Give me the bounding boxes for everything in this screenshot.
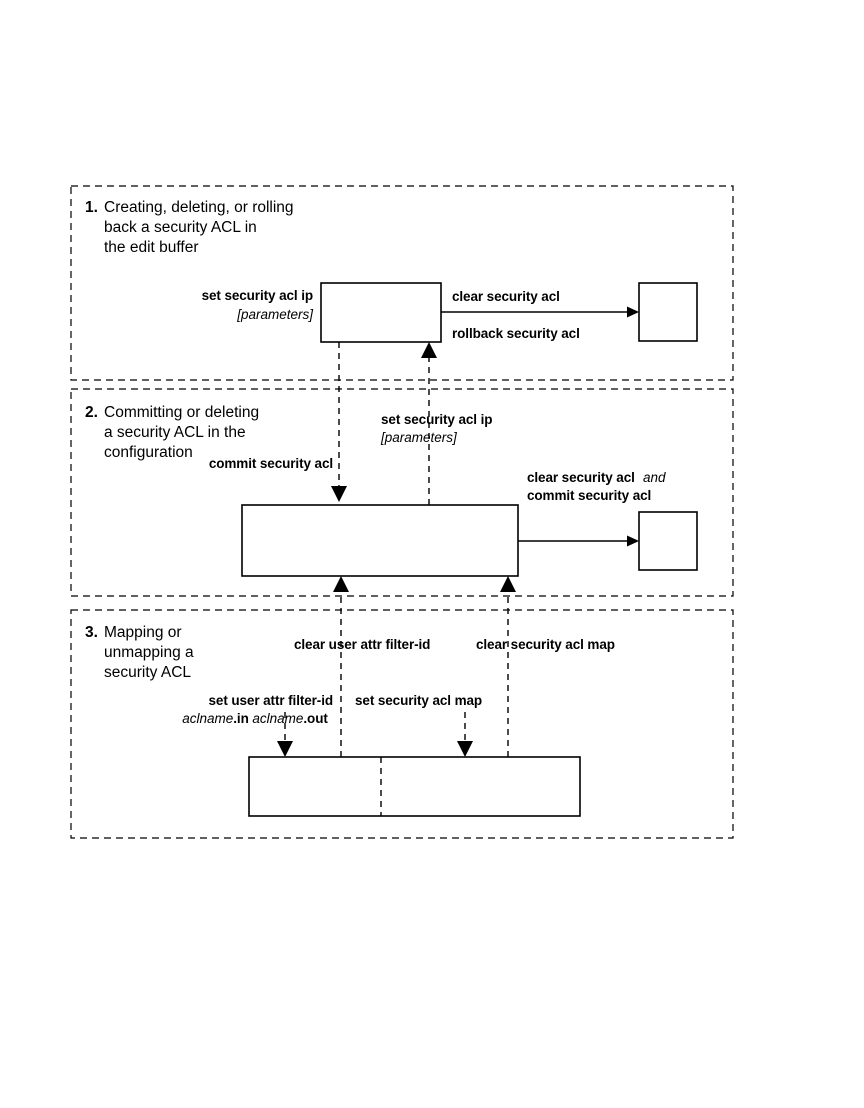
acl-mapping-box (248, 756, 581, 817)
section-1-title-line-1: Creating, deleting, or rolling (104, 199, 294, 216)
section-1-result-box (638, 282, 698, 342)
arrow-clear-rollback-head (627, 306, 639, 318)
label-set-parameters-1: [parameters] (236, 307, 314, 322)
section-2-title-line-3: configuration (104, 444, 193, 461)
section-2-panel (70, 388, 734, 597)
section-1-title-line-2: back a security ACL in (104, 219, 257, 236)
section-1-title-line-3: the edit buffer (104, 239, 199, 256)
section-3-panel (70, 609, 734, 839)
section-1-panel (70, 185, 734, 381)
connector-config-to-editbuffer-head (421, 342, 437, 358)
label-set-parameters-2: [parameters] (380, 430, 458, 445)
section-3-title-line-1: Mapping or (104, 624, 182, 641)
label-clear-user-attr-filter-id: clear user attr filter-id (294, 637, 430, 652)
section-3-number: 3. (85, 624, 98, 641)
connector-set-acl-map-to-map-head (457, 741, 473, 757)
label-rollback-security-acl: rollback security acl (452, 326, 580, 341)
label-clear-security-acl-2: clear security acl (527, 470, 638, 485)
arg-in-suffix: .in (233, 711, 252, 726)
edit-buffer-box (320, 282, 442, 343)
label-set-security-acl-ip-1: set security acl ip (202, 288, 313, 303)
label-set-security-acl-ip-2: set security acl ip (381, 412, 492, 427)
section-2-result-box (638, 511, 698, 571)
label-set-user-attr-filter-id-args: aclname.in aclname.out (160, 710, 341, 727)
arg-out-suffix: .out (303, 711, 328, 726)
label-commit-security-acl: commit security acl (209, 456, 333, 471)
connector-map-to-config-left-head (333, 576, 349, 592)
section-2-title-line-2: a security ACL in the (104, 424, 246, 441)
section-1-number: 1. (85, 199, 98, 216)
connector-set-user-attr-to-map-head (277, 741, 293, 757)
arrow-clear-commit-head (627, 535, 639, 547)
configuration-box (241, 504, 519, 577)
label-set-security-acl-map: set security acl map (355, 693, 482, 708)
arg-aclname-out: aclname (252, 711, 303, 726)
connector-map-to-config-right-head (500, 576, 516, 592)
section-3-title-line-2: unmapping a (104, 644, 194, 661)
label-set-user-attr-filter-id: set user attr filter-id (209, 693, 333, 708)
label-clear-security-acl-map: clear security acl map (476, 637, 615, 652)
connector-editbuffer-to-config-head (331, 486, 347, 502)
label-commit-security-acl-2: commit security acl (527, 488, 651, 503)
section-3-title-line-3: security ACL (104, 664, 191, 681)
label-clear-security-acl-1: clear security acl (452, 289, 560, 304)
section-2-number: 2. (85, 404, 98, 421)
section-2-title-line-1: Committing or deleting (104, 404, 259, 421)
arg-aclname-in: aclname (182, 711, 233, 726)
label-and-connector: and (643, 470, 666, 485)
